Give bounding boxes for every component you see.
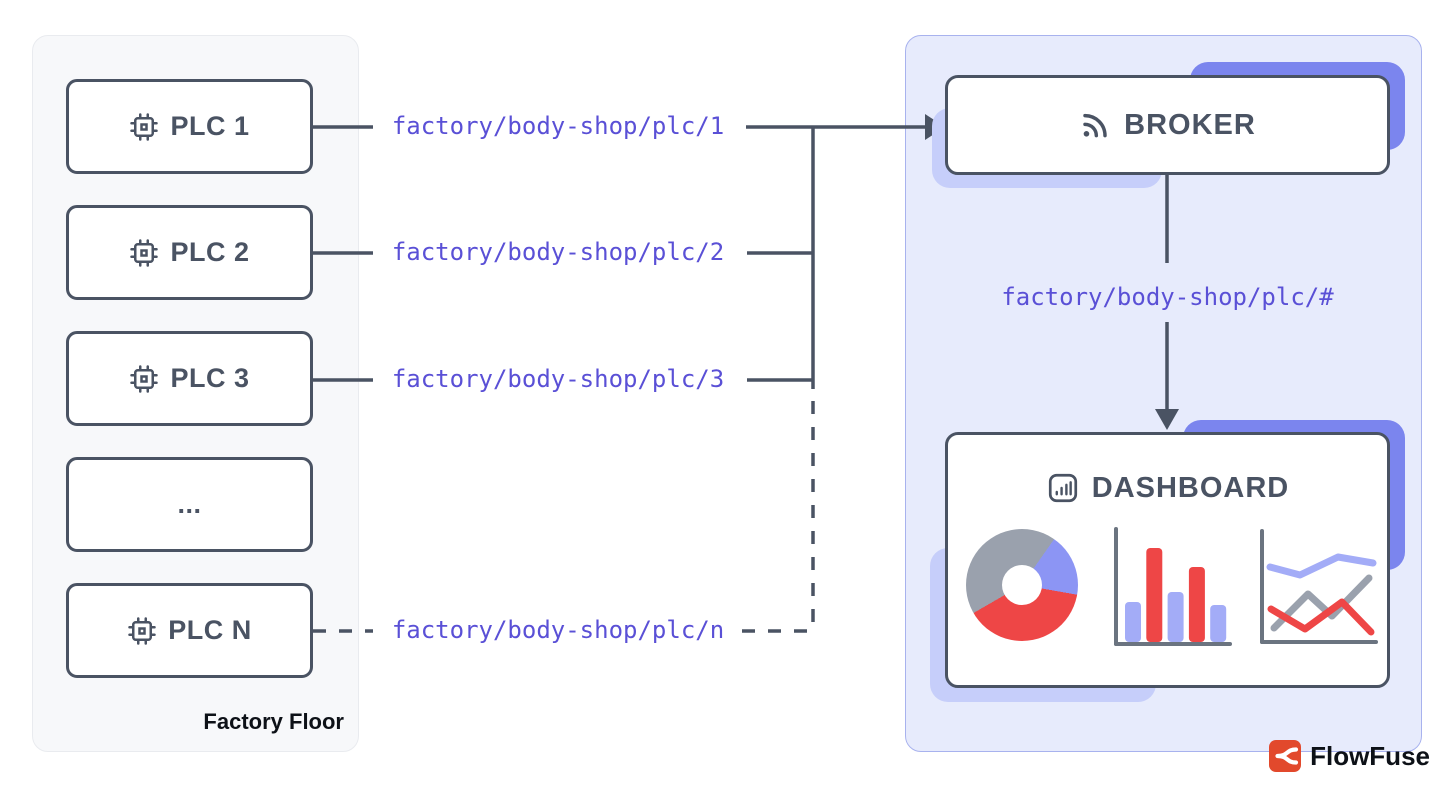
plc-2-node: PLC 2 xyxy=(66,205,313,300)
broadcast-rss-icon xyxy=(1079,109,1111,141)
red-line-series xyxy=(1267,598,1375,636)
plc-ellipsis-label: ... xyxy=(177,489,202,519)
line-chart xyxy=(1260,529,1378,644)
dashboard-node: DASHBOARD xyxy=(945,432,1390,688)
bar xyxy=(1146,548,1163,642)
plc-1-label: PLC 1 xyxy=(170,111,250,141)
dashboard-label: DASHBOARD xyxy=(1091,471,1290,504)
broker-label: BROKER xyxy=(1124,108,1256,141)
cpu-icon xyxy=(129,238,159,268)
brand: FlowFuse xyxy=(1269,740,1430,772)
cpu-icon xyxy=(129,112,159,142)
plc-ellipsis-node: ... xyxy=(66,457,313,552)
bar-chart xyxy=(1114,527,1232,646)
bar xyxy=(1188,567,1205,642)
bar xyxy=(1210,605,1227,642)
bar-graph-panel-icon xyxy=(1046,471,1080,505)
bar xyxy=(1125,602,1141,642)
plc-3-label: PLC 3 xyxy=(170,363,250,393)
blue-line-series xyxy=(1266,553,1377,579)
topic-plc-2: factory/body-shop/plc/2 xyxy=(391,238,725,266)
plc-n-node: PLC N xyxy=(66,583,313,678)
plc-1-node: PLC 1 xyxy=(66,79,313,174)
topic-plc-1: factory/body-shop/plc/1 xyxy=(391,112,725,140)
brand-label: FlowFuse xyxy=(1310,740,1430,771)
plc-2-label: PLC 2 xyxy=(170,237,250,267)
plc-n-label: PLC N xyxy=(168,615,252,645)
gray-line-series xyxy=(1270,574,1373,632)
flowfuse-logo-icon xyxy=(1269,740,1302,772)
donut-chart xyxy=(966,529,1078,641)
factory-floor-label: Factory Floor xyxy=(203,709,344,734)
broker-node: BROKER xyxy=(945,75,1390,175)
bar xyxy=(1167,592,1184,642)
topic-plc-3: factory/body-shop/plc/3 xyxy=(391,365,725,393)
cpu-icon xyxy=(127,616,157,646)
cpu-icon xyxy=(129,364,159,394)
topic-plc-n: factory/body-shop/plc/n xyxy=(391,616,725,644)
plc-3-node: PLC 3 xyxy=(66,331,313,426)
topic-wildcard: factory/body-shop/plc/# xyxy=(1001,283,1334,311)
